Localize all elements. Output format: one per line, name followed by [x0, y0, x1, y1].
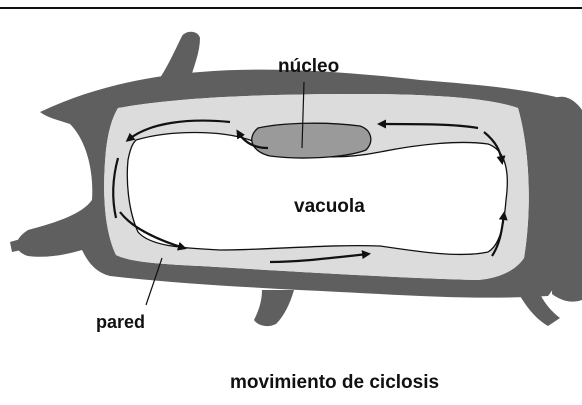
vacuole-label: vacuola	[294, 196, 365, 217]
wall-spur-bottom-right	[520, 294, 560, 326]
wall-branch-bottom	[254, 290, 294, 326]
nucleus-label: núcleo	[278, 56, 339, 77]
wall-branch-right	[552, 97, 582, 302]
wall-label: pared	[96, 312, 145, 332]
nucleus	[252, 123, 371, 158]
caption: movimiento de ciclosis	[230, 372, 439, 393]
